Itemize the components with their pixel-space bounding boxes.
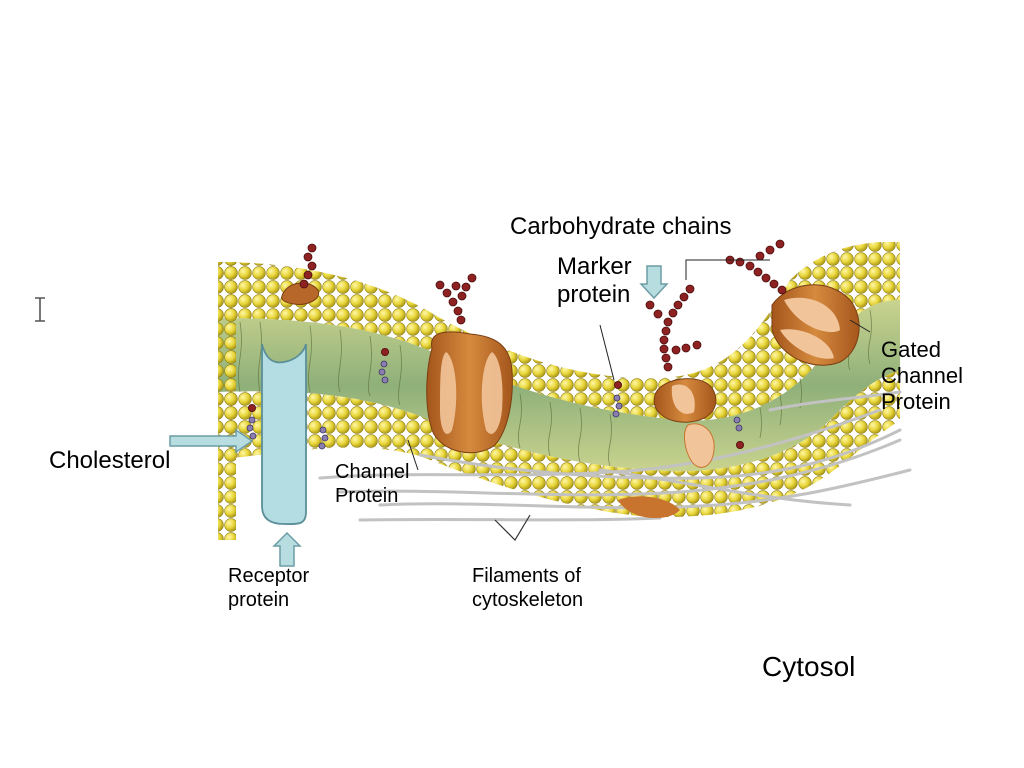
membrane-edge	[218, 262, 236, 540]
receptor-protein-label-line1: Receptor	[228, 565, 310, 587]
lipid-bilayer	[218, 242, 900, 540]
cytosol-label: Cytosol	[762, 651, 856, 682]
cholesterol-molecules	[246, 360, 743, 450]
receptor-protein-shape	[261, 343, 307, 525]
channel-protein-label-line1: Channel	[335, 461, 410, 483]
hydrophobic-tail-region	[218, 300, 900, 472]
filament-pointer-lines	[494, 514, 531, 541]
down-arrow-icon	[639, 265, 669, 300]
marker-protein-shape	[618, 378, 717, 519]
cholesterol-label: Cholesterol	[49, 447, 171, 474]
right-arrow-icon	[169, 428, 254, 454]
carbohydrate-chains-label: Carbohydrate chains	[510, 213, 732, 240]
receptor-protein-label-line2: protein	[228, 588, 290, 611]
channel-protein-shape	[426, 331, 513, 454]
peripheral-protein-top	[281, 282, 320, 305]
filaments-of-cytoskeleton-label: Filaments of cytoskeleton	[472, 565, 583, 612]
marker-protein-label-line2: protein	[557, 281, 631, 309]
text-cursor-icon	[35, 297, 45, 322]
cytoskeleton-filaments	[318, 390, 912, 522]
marker-protein-label: Marker protein	[557, 253, 632, 310]
filaments-label-line1: Filaments of	[472, 565, 581, 587]
channel-protein-label: Channel Protein	[335, 461, 410, 508]
outer-head-layer	[218, 242, 900, 421]
gated-channel-protein-shape	[771, 284, 860, 366]
receptor-protein-label: Receptor protein	[228, 565, 309, 612]
gated-channel-label-line3: Protein	[881, 388, 951, 414]
up-arrow-icon	[272, 531, 302, 567]
marker-protein-label-line1: Marker	[557, 253, 632, 280]
pointer-lines	[407, 259, 871, 471]
filaments-label-line2: cytoskeleton	[472, 588, 584, 611]
channel-protein-label-line2: Protein	[335, 484, 399, 507]
gated-channel-protein-label: Gated Channel Protein	[881, 337, 963, 415]
inner-head-layer	[218, 370, 900, 517]
gated-channel-label-line2: Channel	[881, 362, 963, 388]
carbohydrate-chain-beads	[247, 239, 787, 449]
gated-channel-label-line1: Gated	[881, 337, 941, 362]
